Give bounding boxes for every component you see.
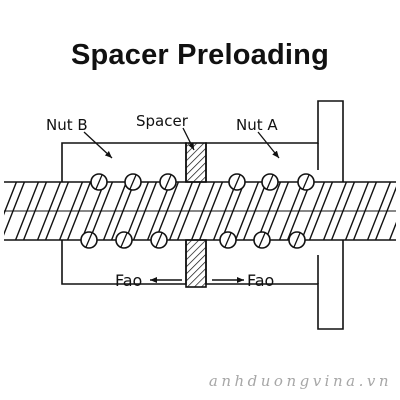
thread-line [396, 178, 400, 244]
spacer-block [185, 142, 207, 288]
spacer-label: Spacer [136, 112, 189, 130]
ball-bearing [261, 173, 279, 191]
force-label-left: Fao [115, 271, 142, 290]
ball-bearing [253, 231, 271, 249]
nut-a-lower-body [205, 240, 344, 330]
thread-line [102, 182, 128, 240]
screw-shaft [0, 178, 400, 244]
nut-a-upper-body [205, 100, 344, 182]
thread-line [132, 182, 158, 240]
thread-line [176, 182, 202, 240]
thread-line [234, 182, 260, 240]
thread-line [0, 178, 4, 244]
thread-line [58, 182, 84, 240]
leader-nut-a [257, 131, 280, 159]
leader-lines [83, 127, 280, 159]
thread-line [4, 182, 18, 216]
leader-spacer [182, 127, 195, 151]
thread-line [36, 182, 62, 240]
thread-line [264, 182, 290, 240]
page-title: Spacer Preloading [70, 39, 330, 71]
ball-bearing [219, 231, 237, 249]
thread-line [198, 182, 224, 240]
ball-bearing [80, 231, 98, 249]
thread-line [388, 221, 396, 240]
ball-bearing [228, 173, 246, 191]
thread-line [4, 182, 26, 236]
thread-line [278, 182, 304, 240]
watermark: anhduongvina.vn [208, 372, 392, 390]
spacer-upper [185, 142, 207, 183]
nut-a-label: Nut A [236, 116, 278, 134]
thread-line [190, 182, 216, 240]
ball-bearing [90, 173, 108, 191]
thread-line [168, 182, 194, 240]
balls-lower-row [80, 231, 306, 249]
ball-bearing [150, 231, 168, 249]
leader-nut-b [83, 131, 113, 159]
thread-line [352, 182, 378, 240]
thread-line [366, 182, 392, 240]
ball-bearing [297, 173, 315, 191]
thread-line [344, 182, 370, 240]
thread-line [374, 186, 396, 240]
ball-bearing [288, 231, 306, 249]
force-label-right: Fao [247, 271, 274, 290]
nut-housing [61, 100, 344, 330]
thread-line [308, 182, 334, 240]
thread-line [14, 182, 40, 240]
ball-bearing [115, 231, 133, 249]
thread-line [44, 182, 70, 240]
thread-line [330, 182, 356, 240]
nut-b-label: Nut B [46, 116, 88, 134]
ball-bearing [159, 173, 177, 191]
thread-line [66, 182, 92, 240]
thread-line [22, 182, 48, 240]
thread-line [242, 182, 268, 240]
balls-upper-row [90, 173, 315, 191]
spacer-lower [185, 239, 207, 288]
thread-line [322, 182, 348, 240]
ball-bearing [124, 173, 142, 191]
thread-line [300, 182, 326, 240]
